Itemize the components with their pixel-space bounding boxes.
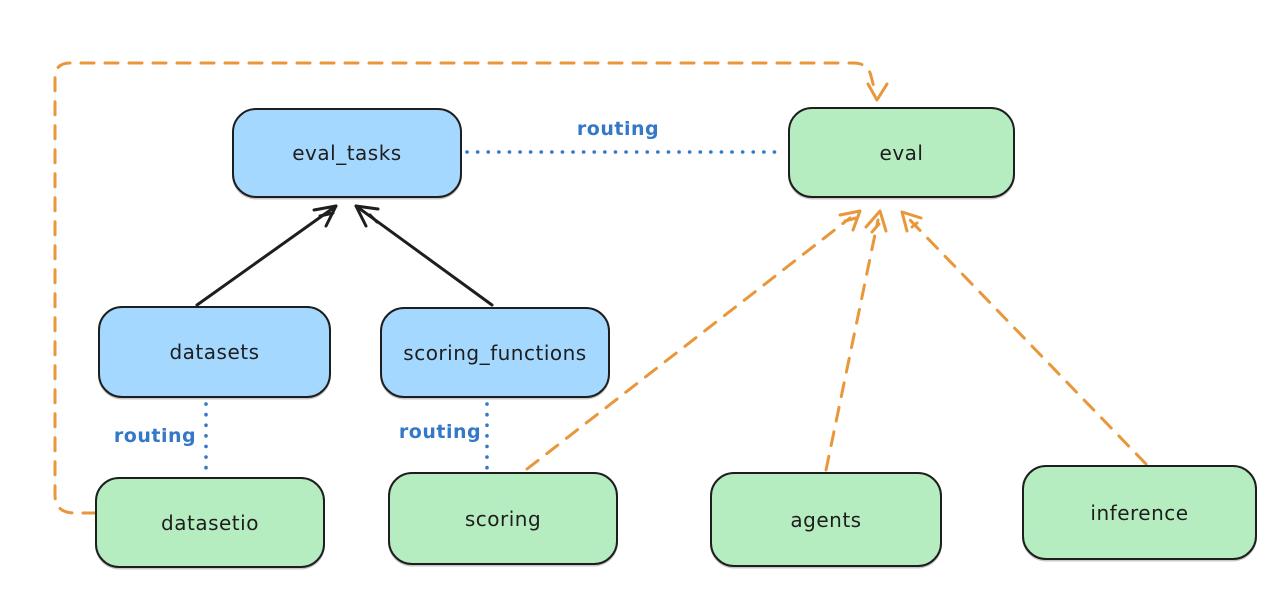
node-eval-label: eval <box>879 140 924 165</box>
node-inference-label: inference <box>1090 500 1189 525</box>
routing-label-eval-tasks-to-eval: routing <box>576 118 660 140</box>
node-scoring-functions-label: scoring_functions <box>403 340 587 365</box>
edge-scoring-to-eval <box>525 209 862 471</box>
node-eval: eval <box>788 107 1015 198</box>
node-datasetio-label: datasetio <box>161 510 259 535</box>
edge-datasets-to-eval-tasks <box>195 204 338 307</box>
edge-scoring-functions-to-eval-tasks <box>354 204 494 307</box>
routing-label-datasets-to-datasetio: routing <box>113 425 197 447</box>
routing-label-scoring-functions-to-scoring: routing <box>398 421 482 443</box>
node-scoring-functions: scoring_functions <box>380 307 610 398</box>
node-scoring: scoring <box>388 472 618 565</box>
node-scoring-label: scoring <box>464 506 542 531</box>
node-inference: inference <box>1022 465 1257 560</box>
node-eval-tasks-label: eval_tasks <box>292 141 402 165</box>
node-datasetio: datasetio <box>95 477 325 568</box>
edge-inference-to-eval <box>900 210 1148 466</box>
node-agents-label: agents <box>790 507 862 532</box>
node-datasets-label: datasets <box>169 340 260 364</box>
node-agents: agents <box>710 472 942 567</box>
node-datasets: datasets <box>98 306 331 398</box>
edge-datasetio-to-eval <box>53 61 889 515</box>
node-eval-tasks: eval_tasks <box>232 108 462 198</box>
edge-agents-to-eval <box>824 209 888 472</box>
